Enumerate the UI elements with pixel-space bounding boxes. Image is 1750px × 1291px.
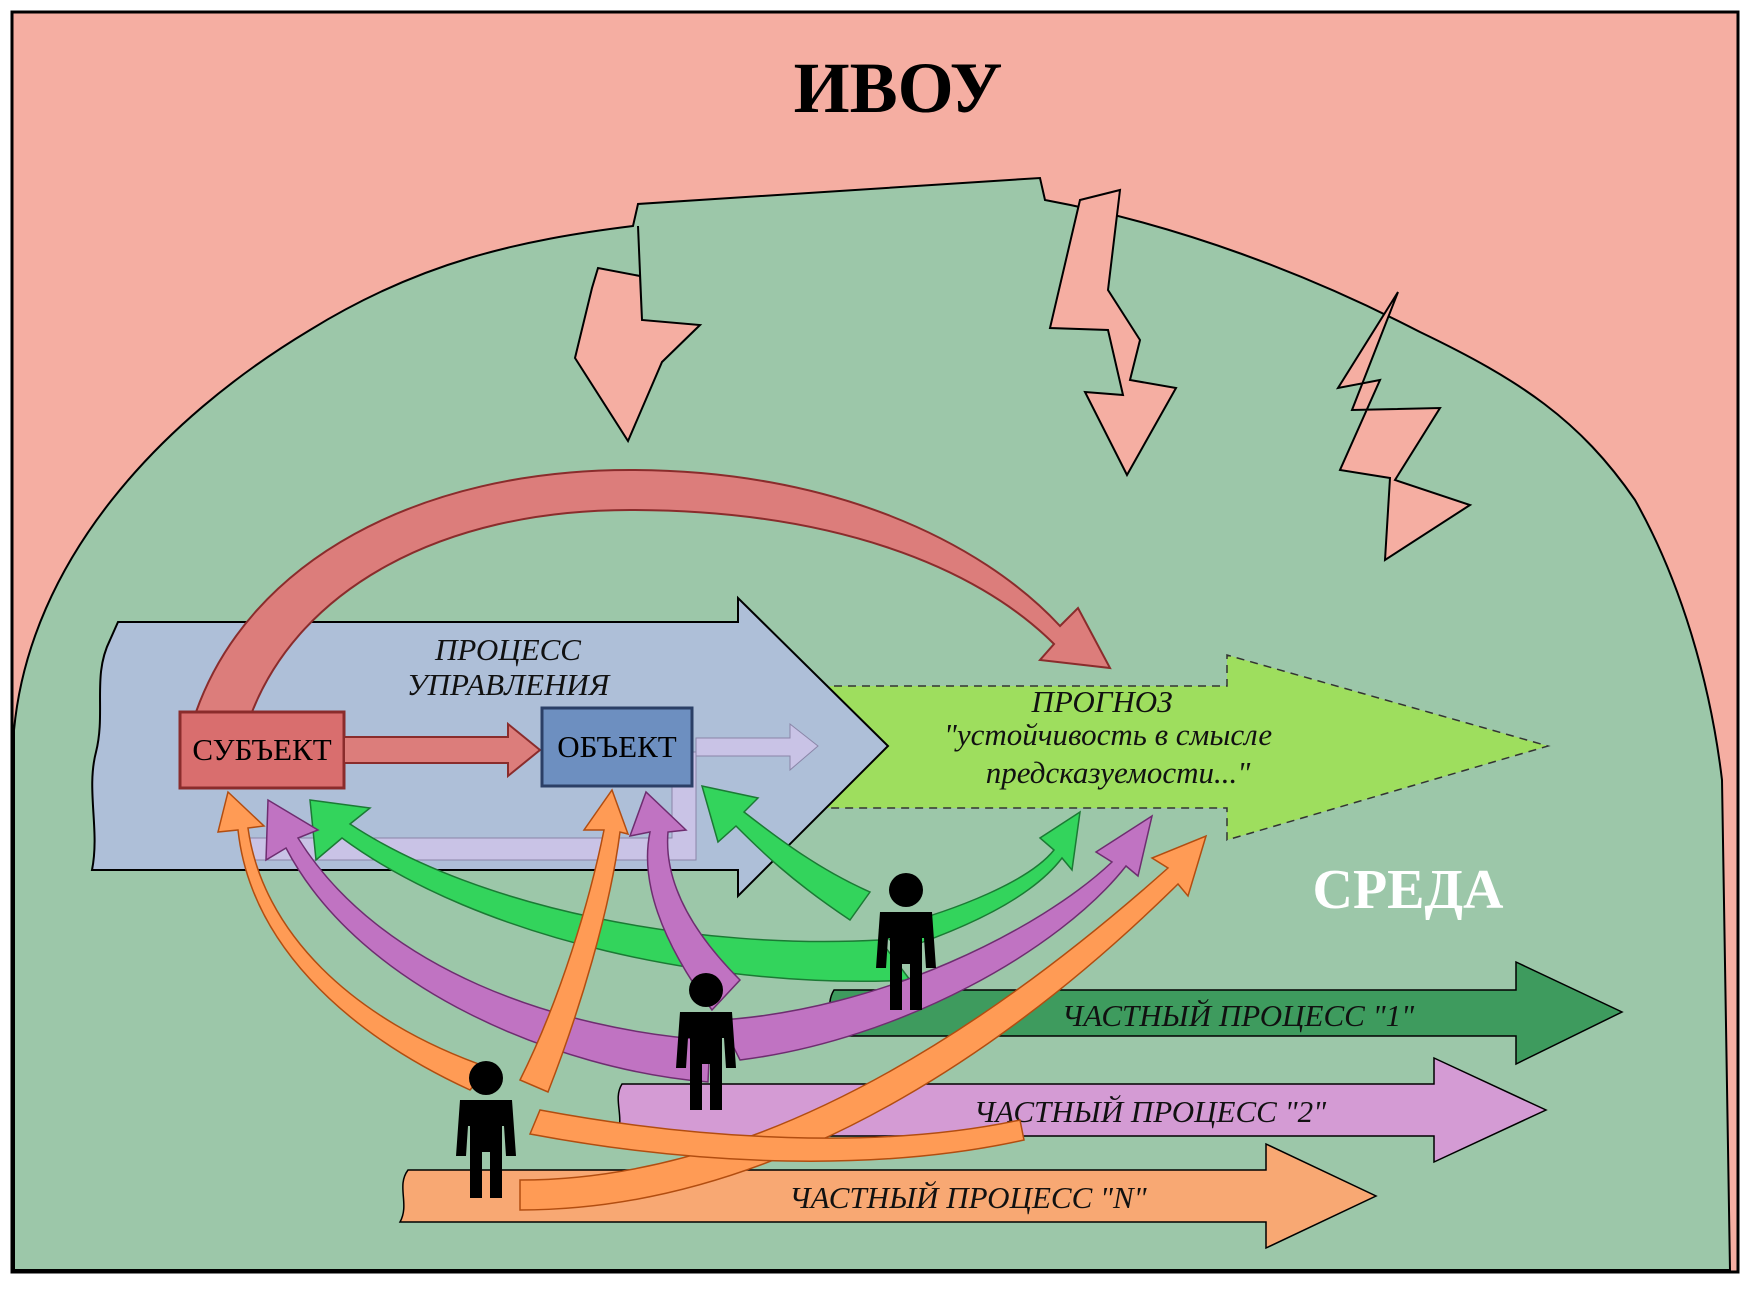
orange-arrow-to-object <box>518 788 630 1093</box>
forecast-arrow <box>819 654 1551 842</box>
private-process-1-label: ЧАСТНЫЙ ПРОЦЕСС "1" <box>1062 998 1415 1033</box>
private-process-2-label: ЧАСТНЫЙ ПРОЦЕСС "2" <box>974 1094 1327 1129</box>
person-icon-process-2 <box>676 973 736 1110</box>
subject-object-arrow <box>343 721 542 779</box>
forecast-line1: "устойчивость в смысле <box>944 717 1273 752</box>
orange-arrow-to-subject <box>217 790 492 1091</box>
person-icon-process-1 <box>876 873 936 1010</box>
title: ИВОУ <box>794 48 1003 128</box>
forecast-line2: предсказуемости..." <box>986 755 1251 790</box>
object-box <box>540 706 694 788</box>
lightning-arrow-1 <box>573 225 703 444</box>
orange-arrow-lower-loop <box>528 1109 1025 1162</box>
forecast-title: ПРОГНОЗ <box>1030 684 1172 719</box>
subject-label: СУБЪЕКТ <box>192 732 331 767</box>
management-process-label-line1: ПРОЦЕСС <box>434 632 581 667</box>
subject-forecast-arc <box>194 468 1112 713</box>
environment-label: СРЕДА <box>1313 859 1505 921</box>
management-process-label-line2: УПРАВЛЕНИЯ <box>407 667 611 702</box>
object-label: ОБЪЕКТ <box>557 729 677 764</box>
purple-arrow-to-object <box>628 790 742 1012</box>
lightning-arrow-2 <box>1048 188 1178 478</box>
green-arrow-to-object <box>700 785 872 922</box>
person-icon-process-n <box>456 1061 516 1198</box>
object-output-arrow <box>695 722 819 772</box>
subject-box <box>178 710 346 790</box>
private-process-n-label: ЧАСТНЫЙ ПРОЦЕСС "N" <box>789 1180 1147 1215</box>
lightning-arrow-3 <box>1335 291 1473 562</box>
